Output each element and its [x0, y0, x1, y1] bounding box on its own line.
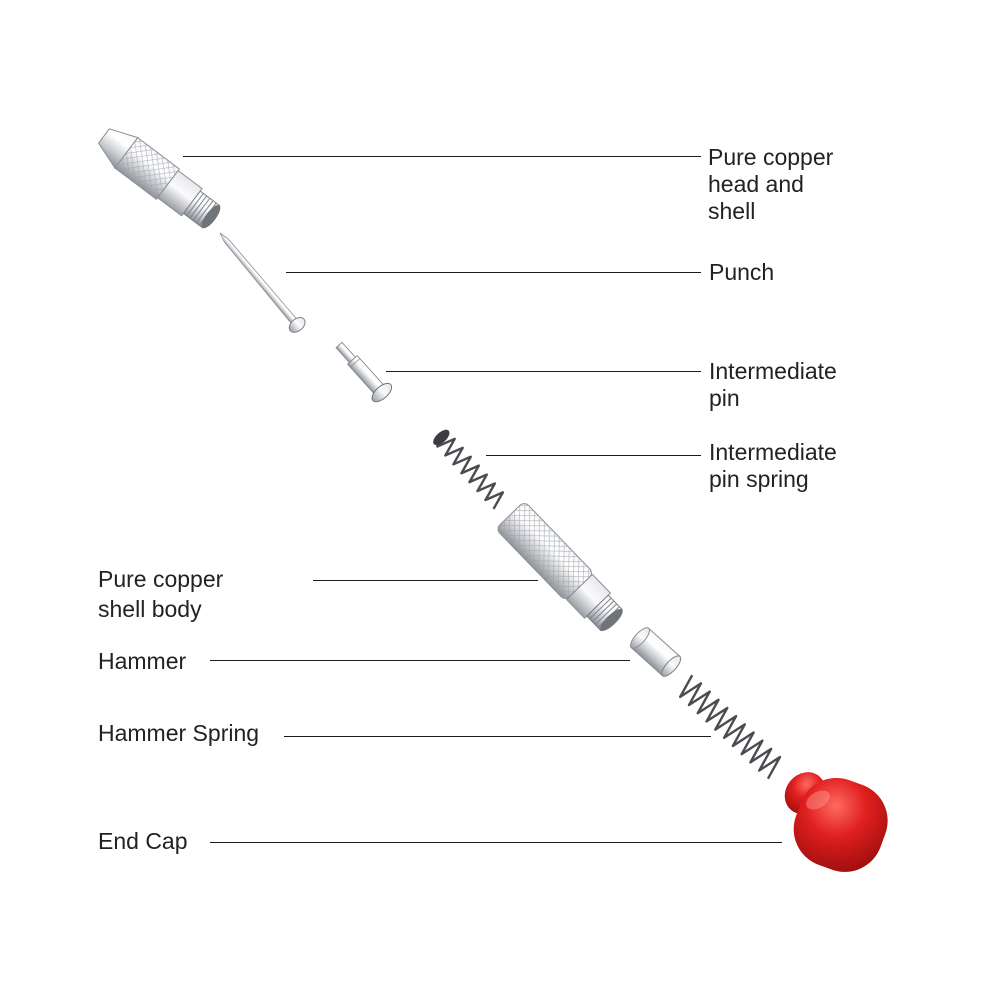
leader-line-punch — [286, 272, 701, 273]
end-cap-part — [784, 772, 888, 872]
hammer-spring-part — [679, 674, 782, 780]
punch-part — [219, 232, 306, 333]
label-intermediate-pin-spring: Intermediate pin spring — [709, 439, 837, 492]
hammer-part — [630, 627, 682, 677]
label-shell-body: Pure copper shell body — [98, 566, 224, 622]
leader-line-intermediate-pin-spring — [486, 455, 701, 456]
leader-line-shell-body — [313, 580, 538, 581]
label-end-cap: End Cap — [98, 828, 188, 854]
label-punch: Punch — [709, 259, 775, 285]
leader-line-head-and-shell — [183, 156, 701, 157]
label-head-and-shell: Pure copper head and shell — [708, 144, 834, 224]
label-hammer: Hammer — [98, 648, 187, 674]
head-and-shell-part — [97, 128, 221, 229]
leader-line-hammer — [210, 660, 630, 661]
leader-line-end-cap — [210, 842, 782, 843]
intermediate-pin-spring-part — [433, 429, 505, 510]
label-hammer-spring: Hammer Spring — [98, 720, 260, 746]
label-intermediate-pin: Intermediate pin — [709, 358, 837, 411]
intermediate-pin-part — [335, 341, 393, 403]
shell-body-part — [497, 503, 623, 632]
leader-line-intermediate-pin — [386, 371, 701, 372]
leader-line-hammer-spring — [284, 736, 711, 737]
